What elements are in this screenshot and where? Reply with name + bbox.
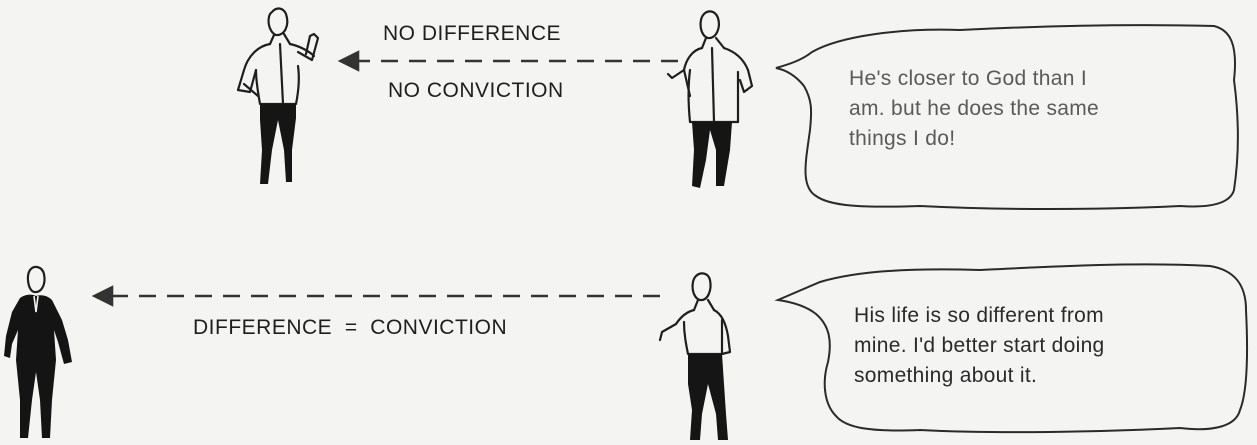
bubble-line: mine. I'd better start doing — [854, 334, 1105, 357]
person-right-top-trousers — [692, 122, 732, 188]
speech-bubble-bottom-text: His life is so different from mine. I'd … — [854, 301, 1105, 391]
bubble-line: something about it. — [854, 364, 1038, 387]
bubble-line: His life is so different from — [854, 304, 1104, 327]
bubble-line: am. but he does the same — [849, 97, 1100, 120]
person-left-bottom — [4, 265, 72, 438]
label-no-difference: NO DIFFERENCE — [383, 22, 562, 45]
speech-bubble-top — [775, 24, 1239, 210]
label-no-conviction: NO CONVICTION — [388, 79, 564, 102]
person-right-top — [666, 10, 754, 124]
speech-bubble-bottom — [774, 263, 1249, 434]
person-right-bottom-trousers — [688, 354, 728, 440]
bubble-line: He's closer to God than I — [849, 67, 1087, 90]
speech-bubble-top-text: He's closer to God than I am. but he doe… — [849, 64, 1099, 154]
bubble-line: things I do! — [849, 127, 956, 150]
label-difference-conviction: DIFFERENCE = CONVICTION — [193, 316, 508, 339]
person-left-top-trousers — [260, 104, 296, 184]
person-left-top — [236, 7, 320, 106]
person-right-bottom — [658, 272, 732, 356]
